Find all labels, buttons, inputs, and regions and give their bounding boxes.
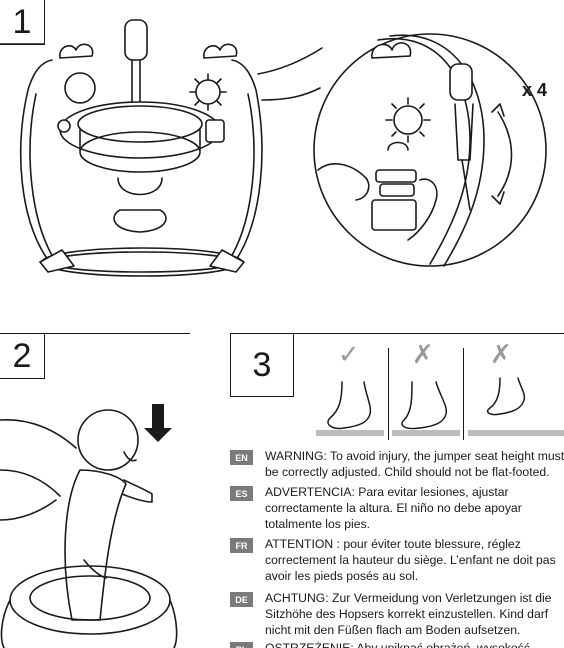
floor-bar-2 — [392, 430, 460, 436]
lang-badge-es: ES — [230, 486, 253, 501]
lang-badge-pl: PL — [230, 642, 253, 648]
warning-text-fr: ATTENTION : pour éviter toute blessure, … — [265, 536, 564, 584]
warning-de: DE ACHTUNG: Zur Vermeidung von Verletzun… — [230, 590, 564, 640]
warning-text-es: ADVERTENCIA: Para evitar lesiones, ajust… — [265, 484, 564, 532]
lang-badge-en: EN — [230, 450, 253, 465]
foot-mark-correct: ✓ — [338, 340, 360, 370]
warning-text-en: WARNING: To avoid injury, the jumper sea… — [265, 448, 564, 480]
floor-bar-3 — [468, 430, 564, 436]
multiplier-label: x 4 — [522, 80, 547, 101]
warning-text-de: ACHTUNG: Zur Vermeidung von Verletzungen… — [265, 590, 564, 638]
floor-bar-1 — [316, 430, 384, 436]
foot-mark-wrong-flat: ✗ — [412, 340, 434, 370]
warning-fr: FR ATTENTION : pour éviter toute blessur… — [230, 536, 564, 586]
step-3-number: 3 — [230, 333, 294, 397]
foot-mark-wrong-high: ✗ — [490, 340, 512, 370]
lang-badge-fr: FR — [230, 538, 253, 553]
warning-pl: PL OSTRZEŻENIE: Aby uniknąć obrażeń, wys… — [230, 640, 564, 648]
step-2-number: 2 — [0, 333, 45, 379]
feet-divider-2 — [463, 348, 464, 440]
warning-es: ES ADVERTENCIA: Para evitar lesiones, aj… — [230, 484, 564, 534]
warning-text-pl: OSTRZEŻENIE: Aby uniknąć obrażeń, wysoko… — [265, 640, 564, 648]
lang-badge-de: DE — [230, 592, 253, 607]
feet-divider-1 — [388, 348, 389, 440]
warning-en: EN WARNING: To avoid injury, the jumper … — [230, 448, 564, 482]
